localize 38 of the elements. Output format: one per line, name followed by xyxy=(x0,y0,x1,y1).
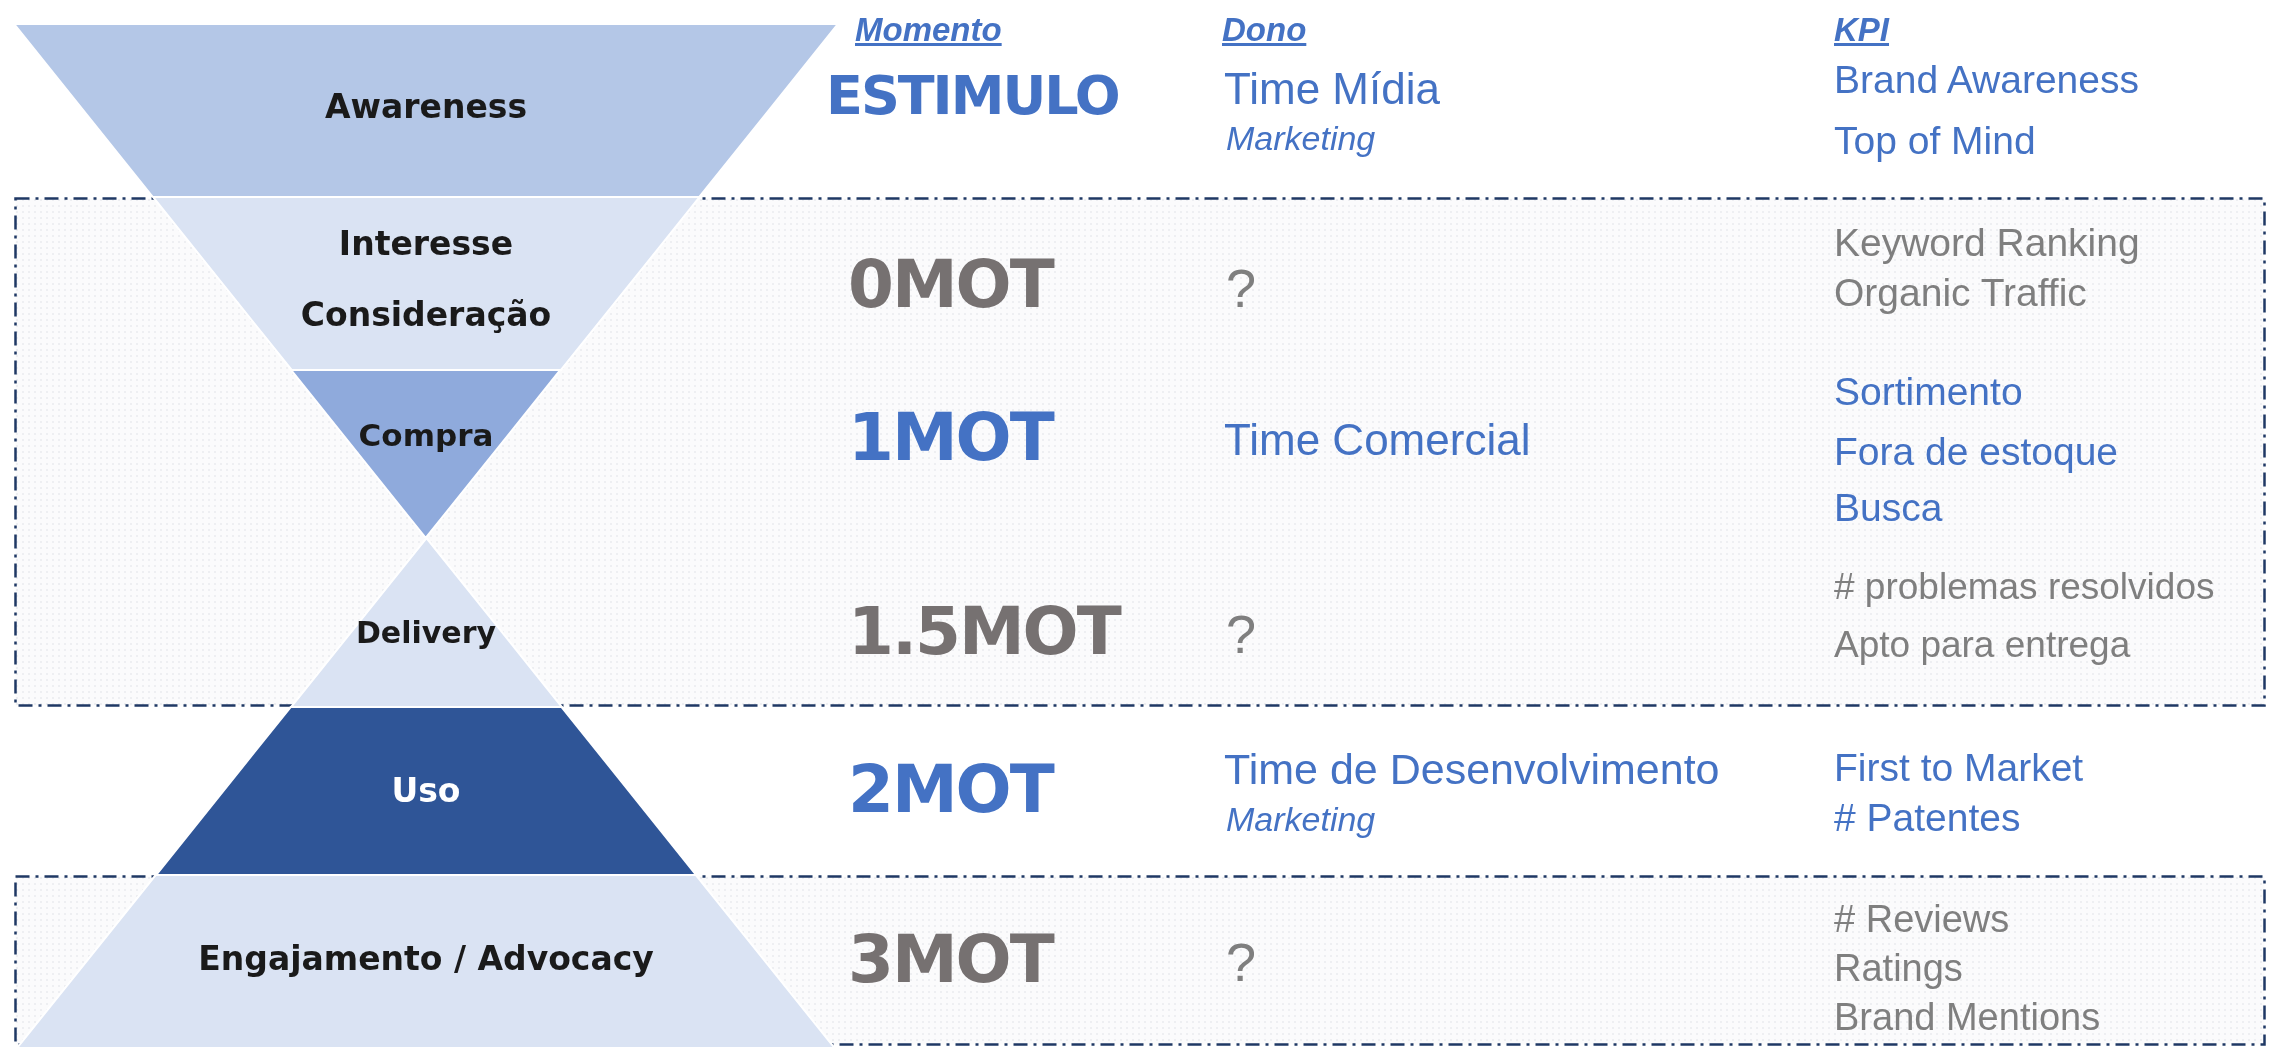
kpi-text: Brand Awareness xyxy=(1834,57,2139,103)
kpi-text: Fora de estoque xyxy=(1834,429,2119,475)
stage-label: Interesse xyxy=(337,226,515,260)
stage-label: Compra xyxy=(357,419,495,451)
kpi-text: Sortimento xyxy=(1834,369,2023,415)
kpi-text: Top of Mind xyxy=(1834,118,2036,164)
moment-label: 1MOT xyxy=(848,400,1053,476)
kpi-text: # problemas resolvidos xyxy=(1834,565,2215,609)
owner-text: ? xyxy=(1226,256,1257,320)
owner-text: ? xyxy=(1226,602,1257,666)
kpi-text: Organic Traffic xyxy=(1834,270,2087,316)
kpi-text: Ratings xyxy=(1834,947,1963,991)
column-header: Momento xyxy=(855,11,1002,49)
owner-subtext: Marketing xyxy=(1226,800,1376,840)
moment-label: 3MOT xyxy=(848,922,1053,998)
moment-label: ESTIMULO xyxy=(826,64,1119,128)
column-header: KPI xyxy=(1834,11,1889,49)
owner-text: ? xyxy=(1226,930,1257,994)
owner-subtext: Marketing xyxy=(1226,119,1376,159)
owner-text: Time Comercial xyxy=(1224,414,1531,466)
kpi-text: Keyword Ranking xyxy=(1834,220,2140,266)
kpi-text: Apto para entrega xyxy=(1834,623,2131,667)
stage-label: Engajamento / Advocacy xyxy=(197,941,655,975)
kpi-text: # Reviews xyxy=(1834,898,2010,942)
moment-label: 0MOT xyxy=(848,247,1053,323)
moment-label: 1.5MOT xyxy=(848,594,1120,670)
kpi-text: Brand Mentions xyxy=(1834,996,2101,1040)
stage-label: Uso xyxy=(390,773,462,807)
kpi-text: # Patentes xyxy=(1834,795,2021,841)
stage-label: Delivery xyxy=(354,617,498,648)
owner-text: Time de Desenvolvimento xyxy=(1224,745,1720,795)
moment-label: 2MOT xyxy=(848,752,1053,828)
kpi-text: First to Market xyxy=(1834,745,2084,791)
kpi-text: Busca xyxy=(1834,485,1943,531)
owner-text: Time Mídia xyxy=(1224,63,1440,115)
stage-label: Consideração xyxy=(299,297,553,331)
stage-label: Awareness xyxy=(323,89,529,123)
column-header: Dono xyxy=(1222,11,1307,49)
